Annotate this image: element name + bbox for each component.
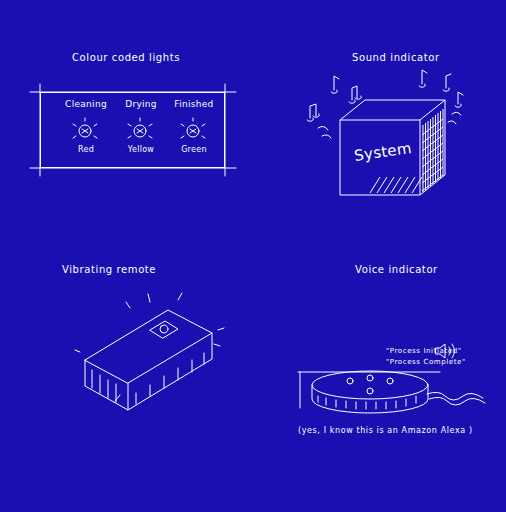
speaker-dot	[367, 388, 373, 394]
power-cable	[429, 397, 485, 405]
vibration-marks	[75, 293, 224, 401]
colour-label: Red	[56, 144, 116, 155]
colour-label: Green	[164, 144, 224, 155]
indicator-light	[128, 118, 152, 138]
remote-front	[85, 360, 128, 410]
cube-top	[340, 100, 445, 120]
cube-front	[340, 120, 420, 195]
music-note	[455, 92, 463, 107]
music-note	[331, 76, 339, 93]
colour-label: Yellow	[111, 144, 171, 155]
light-rays	[181, 118, 205, 138]
hatching	[318, 396, 416, 409]
indicator-light	[181, 118, 205, 138]
panel-guide-lines	[30, 84, 236, 176]
indicator-light	[73, 118, 97, 138]
guide-line	[298, 372, 440, 408]
system-cube: System	[330, 95, 455, 205]
stage-label: Finished	[164, 99, 224, 110]
side-note: (yes, I know this is an Amazon Alexa )	[298, 425, 503, 436]
voice-phrase: "Process Complete"	[386, 357, 466, 367]
remote-top	[85, 310, 212, 383]
speaker-dot	[367, 375, 373, 381]
section-title: Colour coded lights	[72, 52, 180, 64]
voice-speaker	[298, 344, 485, 413]
button-dot	[160, 325, 168, 333]
section-title: Voice indicator	[355, 264, 438, 276]
remote-button	[150, 321, 178, 338]
light-rays	[128, 118, 152, 138]
section-title: Vibrating remote	[62, 264, 156, 276]
voice-phrase: "Process Initiated"	[386, 346, 462, 356]
light-panel: CleaningDryingFinishedRedYellowGreen	[40, 92, 225, 168]
light-rays	[73, 118, 97, 138]
device-label: System	[347, 138, 419, 166]
music-note	[349, 86, 361, 103]
remote-side	[128, 333, 212, 410]
music-note	[443, 74, 451, 91]
stage-label: Drying	[111, 99, 171, 110]
sound-wave	[318, 112, 461, 138]
music-notes	[307, 70, 463, 138]
speaker-top	[312, 371, 428, 399]
section-title: Sound indicator	[352, 52, 440, 64]
vibrating-remote	[75, 293, 224, 410]
music-note	[307, 104, 319, 121]
speaker-dot	[347, 378, 353, 384]
speaker-body	[312, 385, 428, 413]
hatching	[92, 353, 204, 404]
music-note	[419, 70, 427, 87]
stage-label: Cleaning	[56, 99, 116, 110]
speaker-dot	[387, 378, 393, 384]
